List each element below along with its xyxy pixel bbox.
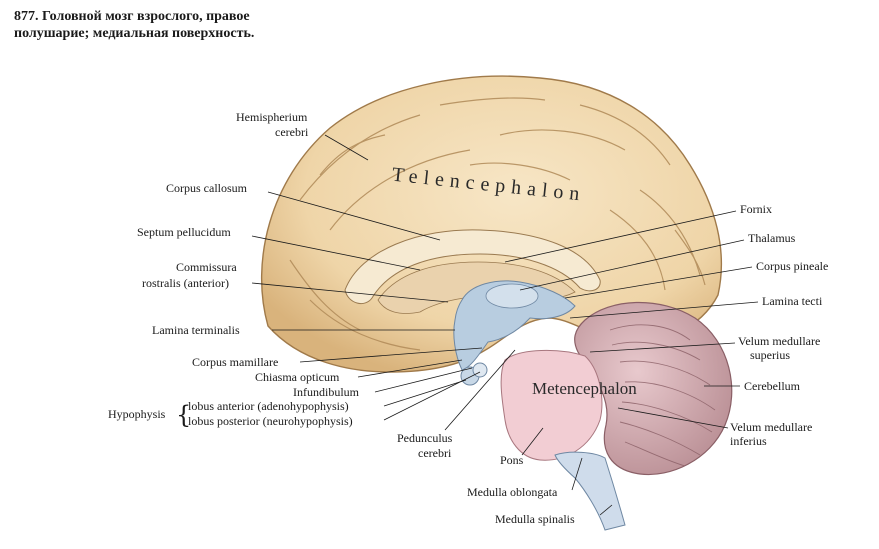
hypophysis-brace: { (176, 401, 191, 429)
thalamus-shape (485, 283, 539, 309)
label-cerebellum: Cerebellum (744, 379, 801, 393)
label-lobus-anterior: lobus anterior (adenohypophysis) (188, 399, 349, 413)
label-medulla-spinalis: Medulla spinalis (495, 512, 575, 526)
gyri-lines (289, 97, 706, 351)
corpus-callosum-shape (344, 229, 601, 305)
label-velum-inf-1: Velum medullare (730, 420, 812, 434)
ventricle-shape (453, 280, 576, 371)
label-fornix: Fornix (740, 202, 772, 216)
cerebellum-folia (609, 324, 716, 467)
label-pedunculus-1: Pedunculus (397, 431, 453, 445)
label-velum-sup-2: superius (750, 348, 790, 362)
label-pons: Pons (500, 453, 524, 467)
label-lamina-tecti: Lamina tecti (762, 294, 823, 308)
label-hypophysis: Hypophysis (108, 407, 166, 421)
label-commissura-2: rostralis (anterior) (142, 276, 229, 290)
label-commissura-1: Commissura (176, 260, 237, 274)
label-hemispherium-2: cerebri (275, 125, 309, 139)
label-lobus-posterior: lobus posterior (neurohypophysis) (188, 414, 353, 428)
label-lamina-terminalis: Lamina terminalis (152, 323, 240, 337)
medulla-shape (554, 451, 626, 531)
label-corpus-callosum: Corpus callosum (166, 181, 248, 195)
label-velum-inf-2: inferius (730, 434, 767, 448)
label-hemispherium-1: Hemispherium (236, 110, 308, 124)
label-chiasma: Chiasma opticum (255, 370, 340, 384)
label-corpus-mamillare: Corpus mamillare (192, 355, 278, 369)
label-pedunculus-2: cerebri (418, 446, 452, 460)
label-velum-sup-1: Velum medullare (738, 334, 820, 348)
metencephalon-label: Metencephalon (532, 379, 637, 398)
leader-lines (251, 134, 759, 516)
label-septum: Septum pellucidum (137, 225, 231, 239)
label-thalamus: Thalamus (748, 231, 796, 245)
figure-caption: 877. Головной мозг взрослого, правое пол… (14, 9, 255, 41)
hemisphere-shape (260, 75, 723, 373)
label-medulla-oblongata: Medulla oblongata (467, 485, 558, 499)
label-infundibulum: Infundibulum (293, 385, 360, 399)
pons-shape (500, 349, 603, 461)
hypophysis-posterior-shape (472, 362, 488, 378)
label-corpus-pineale: Corpus pineale (756, 259, 828, 273)
